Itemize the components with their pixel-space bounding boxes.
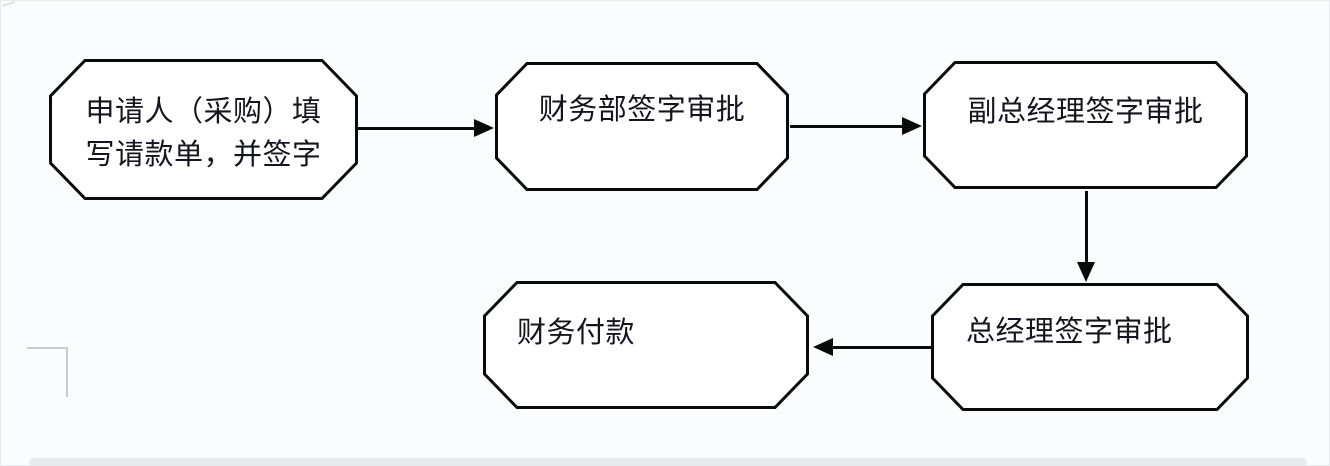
arrowhead-left-icon — [813, 338, 833, 356]
horizontal-scrollbar[interactable] — [29, 458, 1307, 465]
arrow-applicant-to-finance-line — [358, 127, 475, 130]
node-applicant-label: 申请人（采购）填 写请款单，并签字 — [49, 91, 358, 177]
node-finance-payment: 财务付款 — [483, 281, 809, 409]
node-deputy-gm-approval-label: 副总经理签字审批 — [967, 96, 1204, 128]
octagon-shape — [495, 62, 789, 191]
node-finance-dept-approval-label: 财务部签字审批 — [538, 94, 746, 126]
arrow-gm-to-payment-line — [833, 346, 931, 349]
arrowhead-right-icon — [902, 117, 922, 135]
arrow-deputy-gm-to-gm-line — [1085, 191, 1088, 263]
octagon-shape — [923, 61, 1248, 189]
node-gm-approval: 总经理签字审批 — [931, 283, 1249, 411]
node-applicant: 申请人（采购）填 写请款单，并签字 — [49, 59, 358, 200]
arrowhead-right-icon — [474, 119, 494, 137]
octagon-shape — [931, 283, 1249, 411]
node-finance-dept-approval: 财务部签字审批 — [495, 62, 789, 191]
node-finance-payment-label: 财务付款 — [517, 317, 636, 349]
octagon-shape — [483, 281, 809, 409]
node-gm-approval-label: 总经理签字审批 — [966, 316, 1173, 348]
node-deputy-gm-approval: 副总经理签字审批 — [923, 61, 1248, 189]
octagon-shape — [49, 59, 358, 200]
corner-bracket — [66, 347, 68, 397]
arrow-finance-to-deputy-gm-line — [790, 125, 903, 128]
arrowhead-down-icon — [1077, 262, 1095, 282]
corner-bracket — [27, 347, 68, 349]
node-applicant-label-line2: 写请款单，并签字 — [85, 139, 322, 171]
page-corner-mark — [2, 1, 15, 7]
node-applicant-label-line1: 申请人（采购）填 — [85, 96, 322, 128]
